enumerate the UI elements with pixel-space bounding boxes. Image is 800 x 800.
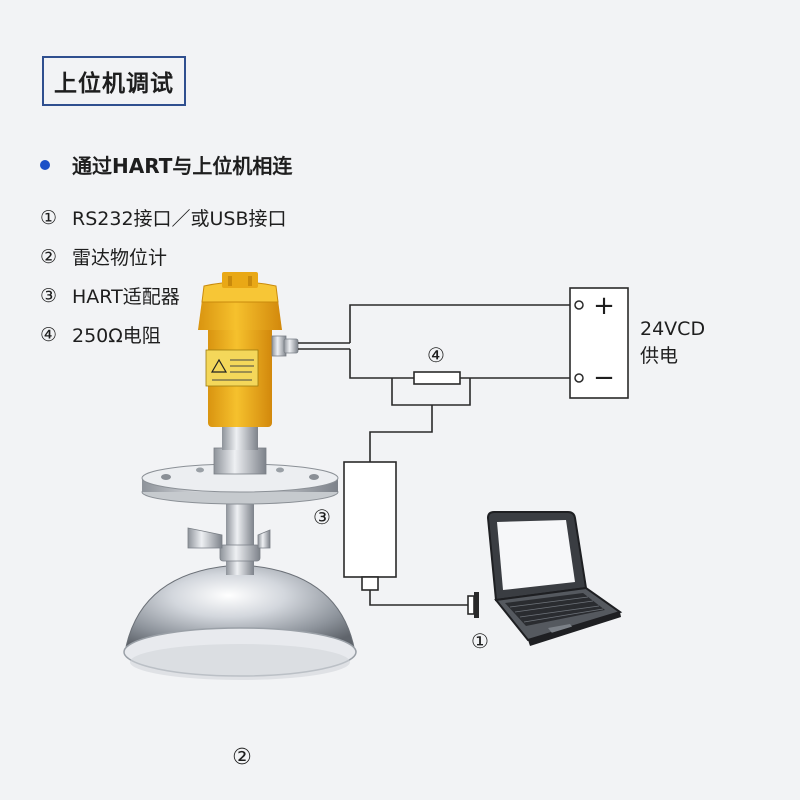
legend-number: ① [40,206,58,229]
power-voltage: 24VCD [640,318,705,340]
legend-text: RS232接口／或USB接口 [72,208,287,230]
plus-sign: + [593,291,615,321]
positive-terminal [574,300,584,310]
legend-item: ④ 250Ω电阻 [40,315,287,354]
resistor-250-ohm [413,371,461,385]
rs232-usb-connector-icon [474,592,479,618]
warning-triangle-icon [210,358,228,373]
hart-adapter [343,461,397,578]
callout-meter: ② [232,745,252,770]
section-heading: 通过HART与上位机相连 [40,150,292,179]
callout-resistor: ④ [427,343,445,367]
positive-wire [349,304,578,343]
callout-adapter: ③ [313,505,331,529]
antenna-stem [226,495,254,575]
component-legend: ① RS232接口／或USB接口 ② 雷达物位计 ③ HART适配器 ④ 250… [40,198,287,354]
adapter-plug [361,576,379,591]
negative-terminal [574,373,584,383]
legend-text: 250Ω电阻 [72,325,161,347]
laptop-icon [486,511,623,646]
legend-number: ③ [40,284,58,307]
minus-sign: − [593,363,615,393]
wing-nut-icon [187,527,223,549]
laptop-screen [497,520,575,590]
wiring [298,304,578,606]
radar-level-meter [123,272,357,680]
legend-number: ② [40,245,58,268]
legend-item: ① RS232接口／或USB接口 [40,198,287,237]
cable-gland [283,338,299,354]
legend-text: HART适配器 [72,286,180,308]
legend-item: ③ HART适配器 [40,276,287,315]
legend-item: ② 雷达物位计 [40,237,287,276]
callout-interface: ① [471,629,489,653]
power-label: 供电 [640,345,678,367]
legend-number: ④ [40,323,58,346]
legend-text: 雷达物位计 [72,247,168,269]
bullet-dot [40,159,50,170]
page-title: 上位机调试 [42,56,186,106]
section-heading-text: 通过HART与上位机相连 [72,154,293,178]
negative-wire [349,349,414,379]
